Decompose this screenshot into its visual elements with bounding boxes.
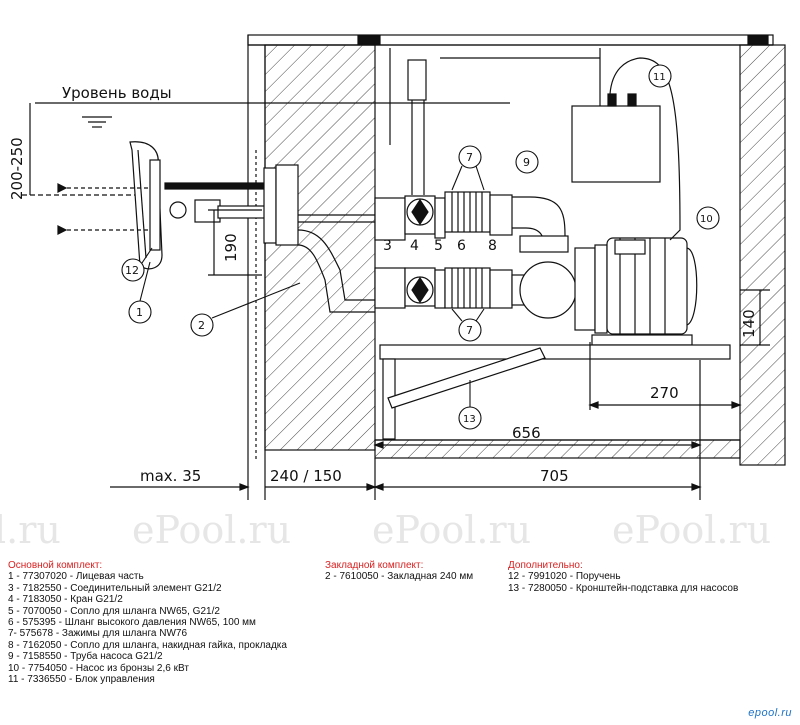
dim-200-250: 200-250 [8, 137, 26, 200]
legend-embedded-title: Закладной комплект: [325, 560, 424, 571]
callout-3: 3 [383, 238, 392, 254]
callout-8: 8 [488, 238, 497, 254]
legend-main-title: Основной комплект: [8, 560, 103, 571]
water-level-label: Уровень воды [62, 84, 172, 102]
callout-10: 10 [700, 214, 713, 225]
dim-140: 140 [740, 309, 758, 338]
legend-item: 10 - 7754050 - Насос из бронзы 2,6 кВт [8, 662, 189, 674]
legend-embedded: Закладной комплект: 2 - 7610050 - Заклад… [325, 560, 473, 583]
dim-240-150: 240 / 150 [270, 467, 342, 485]
dim-190: 190 [222, 233, 240, 262]
legend-item: 2 - 7610050 - Закладная 240 мм [325, 571, 474, 583]
callout-11: 11 [653, 72, 666, 83]
floor [374, 439, 741, 459]
legend-item: 6 - 575395 - Шланг высокого давления NW6… [8, 617, 256, 629]
legend-item: 1 - 77307020 - Лицевая часть [8, 571, 144, 583]
installation-diagram: Уровень воды 1 2 12 3 4 5 6 8 7 7 9 10 1… [8, 34, 786, 500]
legend-item: 3 - 7182550 - Соединительный элемент G21… [8, 582, 222, 594]
callout-12: 12 [125, 264, 139, 277]
epool-logo: epool.ru [748, 707, 792, 719]
watermark-4: ePool.ru [612, 508, 772, 552]
callout-1: 1 [136, 306, 143, 319]
dim-656: 656 [512, 424, 541, 442]
callout-9: 9 [523, 156, 530, 169]
legend-item: 8 - 7162050 - Сопло для шланга, накидная… [8, 639, 287, 651]
legend-item: 13 - 7280050 - Кронштейн-подставка для н… [508, 582, 739, 594]
callout-7-bottom: 7 [466, 324, 473, 337]
legend-item: 9 - 7158550 - Труба насоса G21/2 [8, 651, 163, 663]
legend-item: 11 - 7336550 - Блок управления [8, 674, 155, 686]
legend-extra: Дополнительно: 12 - 7991020 - Поручень 1… [508, 560, 738, 594]
legend-extra-title: Дополнительно: [508, 560, 583, 571]
callout-6: 6 [457, 238, 466, 254]
callout-4: 4 [410, 238, 419, 254]
dim-270: 270 [650, 384, 679, 402]
legend-item: 5 - 7070050 - Сопло для шланга NW65, G21… [8, 605, 220, 617]
watermark-3: ePool.ru [372, 508, 532, 552]
right-wall [739, 44, 786, 466]
legend-main: Основной комплект: 1 - 77307020 - Лицева… [8, 560, 287, 685]
legend-item: 7- 575678 - Зажимы для шланга NW76 [8, 628, 187, 640]
watermark-1: l.ru [0, 508, 61, 552]
dim-705: 705 [540, 467, 569, 485]
callout-2: 2 [198, 319, 205, 332]
callout-5: 5 [434, 238, 443, 254]
watermark-2: ePool.ru [132, 508, 292, 552]
pool-wall [264, 44, 376, 451]
legend-item: 12 - 7991020 - Поручень [508, 571, 621, 583]
callout-13: 13 [463, 414, 476, 425]
dim-max35: max. 35 [140, 467, 201, 485]
legend-item: 4 - 7183050 - Кран G21/2 [8, 594, 123, 606]
callout-7-top: 7 [466, 151, 473, 164]
